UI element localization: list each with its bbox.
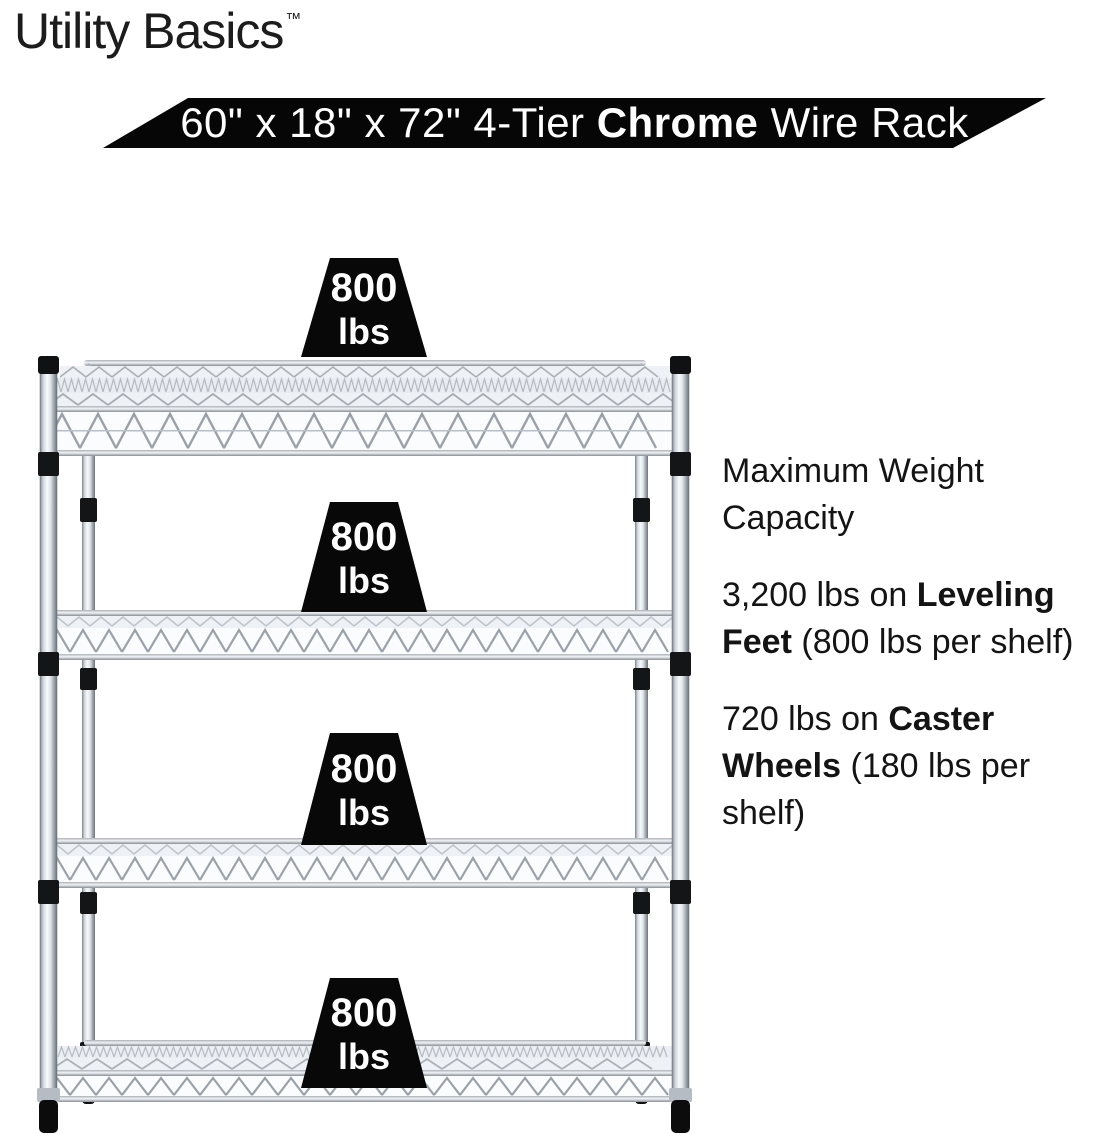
spec-leveling-feet: 3,200 lbs on Leveling Feet (800 lbs per … xyxy=(722,572,1106,666)
weight-value: 800 xyxy=(330,991,398,1035)
wire-rack-illustration xyxy=(37,356,692,1133)
rack-shelf-3 xyxy=(42,838,688,888)
spec-bold: Caster Wheels xyxy=(722,700,995,785)
rack-shelf-2 xyxy=(42,610,688,660)
weight-marker-shelf-1: 800 lbs xyxy=(301,258,427,357)
spec-suffix: (180 lbs per shelf) xyxy=(722,747,1031,832)
weight-value: 800 xyxy=(330,747,398,791)
spec-bold: Leveling Feet xyxy=(722,576,1055,661)
title-banner: 60" x 18" x 72" 4-Tier Chrome Wire Rack xyxy=(103,98,1046,148)
info-panel: Maximum Weight Capacity 3,200 lbs on Lev… xyxy=(722,448,1106,867)
rack-shelf-1 xyxy=(42,360,688,456)
spec-prefix: 720 lbs on xyxy=(722,700,889,738)
weight-value: 800 xyxy=(330,515,398,559)
rack-post-front-left xyxy=(37,356,60,1133)
rack-post-back-left xyxy=(79,448,98,1104)
spec-caster-wheels: 720 lbs on Caster Wheels (180 lbs per sh… xyxy=(722,696,1106,837)
rack-post-front-right xyxy=(669,356,692,1133)
info-heading: Maximum Weight Capacity xyxy=(722,452,984,537)
weight-unit: lbs xyxy=(337,1036,390,1077)
weight-unit: lbs xyxy=(337,310,390,352)
brand-name: Utility Basics xyxy=(14,3,284,59)
banner-text-suffix: Wire Rack xyxy=(758,99,969,146)
weight-unit: lbs xyxy=(337,792,390,833)
weight-unit: lbs xyxy=(337,560,390,601)
weight-value: 800 xyxy=(330,265,398,310)
banner-text-highlight: Chrome xyxy=(596,99,759,146)
trademark-symbol: ™ xyxy=(285,11,302,28)
spec-suffix: (800 lbs per shelf) xyxy=(791,623,1074,661)
rack-post-back-right xyxy=(632,448,651,1104)
banner-text-prefix: 60" x 18" x 72" 4-Tier xyxy=(180,99,597,146)
spec-prefix: 3,200 lbs on xyxy=(722,576,917,614)
